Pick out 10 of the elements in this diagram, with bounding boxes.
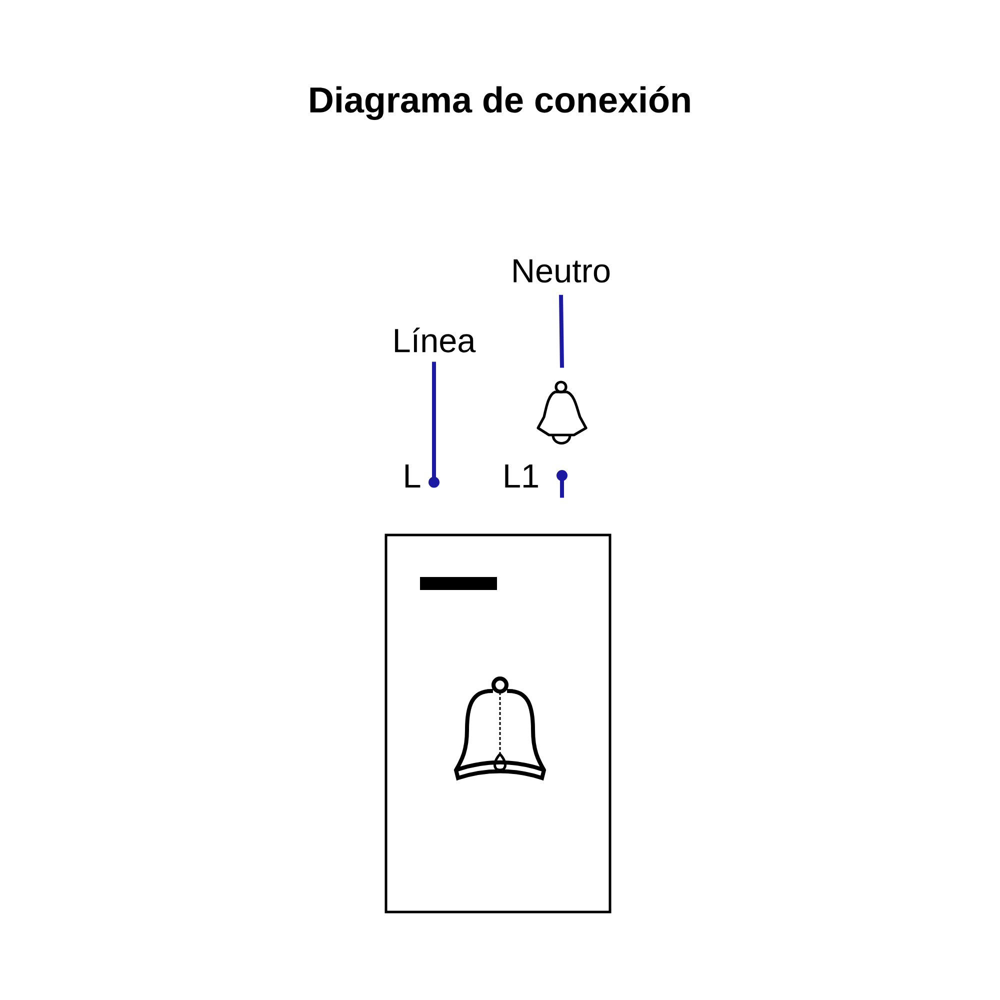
title: Diagrama de conexión: [310, 86, 690, 120]
wire: [428, 362, 440, 488]
wire-label: L1: [505, 464, 538, 488]
bell-symbol: [536, 380, 588, 445]
wire-label: Neutro: [514, 259, 610, 283]
wire-label: Línea: [395, 328, 476, 352]
switch-plate: [384, 534, 612, 914]
wire: [556, 470, 568, 498]
wire: [559, 294, 564, 368]
wire-label: L: [405, 464, 420, 488]
